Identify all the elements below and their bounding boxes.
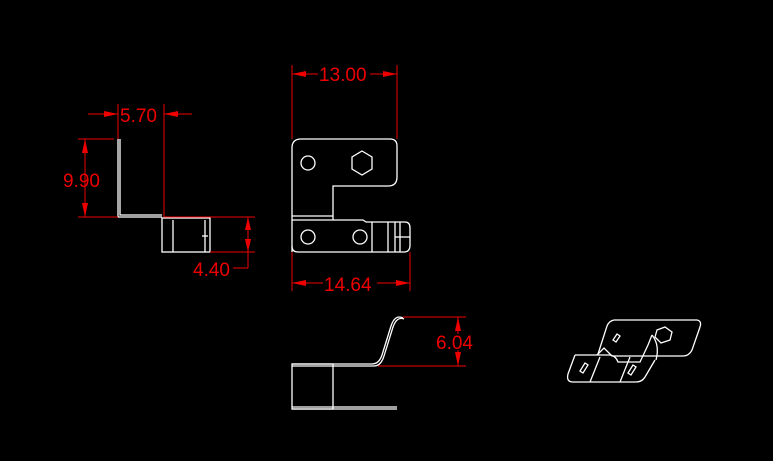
dimension-text: 14.64 [324,275,372,296]
dimension-text: 4.40 [193,260,230,281]
dimension-text: 6.04 [436,333,473,354]
dimension-6-04: 6.04 [378,316,473,367]
isometric-view [566,319,702,383]
dimension-9-90: 9.90 [63,138,118,218]
dimension-text: 5.70 [120,106,157,127]
dimension-text: 9.90 [63,171,100,192]
front-view [291,138,411,253]
bottom-side-view [291,316,405,410]
dimension-text: 13.00 [319,65,367,86]
dimension-4-40: 4.40 [164,216,255,281]
dimension-14-64: 14.64 [291,252,411,296]
dimension-13-00: 13.00 [291,65,398,139]
dimension-5-70: 5.70 [88,104,192,217]
